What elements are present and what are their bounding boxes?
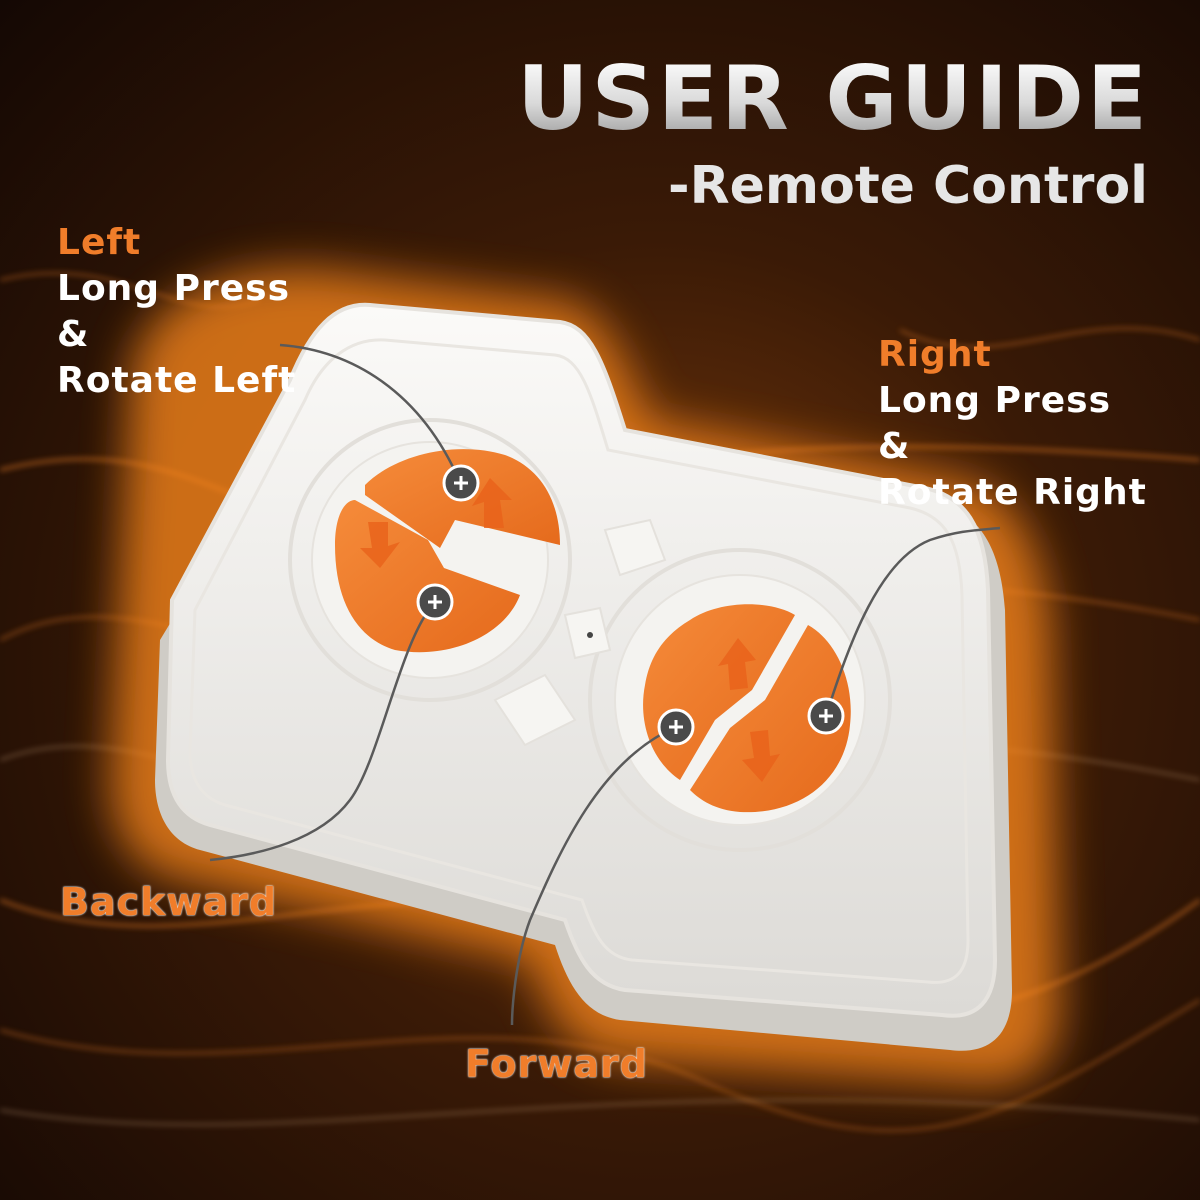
center-pad-mid: [563, 606, 612, 660]
callout-line-right: [824, 526, 1001, 717]
plus-marker-icon: [416, 583, 454, 621]
label-left: Left Long Press & Rotate Left: [57, 220, 296, 404]
label-backward: Backward: [60, 880, 278, 924]
page-subtitle: -Remote Control: [668, 156, 1148, 216]
label-right-heading: Right: [878, 334, 992, 375]
callout-line-left: [279, 343, 462, 483]
led-indicator: [587, 632, 593, 638]
plus-marker-icon: [807, 697, 845, 735]
arrow-up-icon: [472, 478, 512, 528]
label-left-heading: Left: [57, 222, 142, 263]
center-pad-bottom: [493, 673, 577, 747]
label-left-line1: Long Press: [57, 268, 291, 309]
plus-marker-icon: [442, 464, 480, 502]
arrow-down-icon: [742, 730, 780, 782]
page-title: USER GUIDE: [517, 47, 1150, 150]
label-forward: Forward: [465, 1042, 648, 1086]
callout-line-forward: [510, 725, 677, 1026]
callout-line-backward: [209, 601, 436, 862]
label-right: Right Long Press & Rotate Right: [878, 332, 1147, 516]
plus-marker-icon: [657, 708, 695, 746]
left-button-ring: [288, 418, 572, 702]
center-pad-top: [603, 518, 667, 577]
right-button-ring: [588, 548, 892, 852]
label-right-line2: &: [878, 426, 911, 467]
label-left-line3: Rotate Left: [57, 360, 297, 401]
remote-top-face: [165, 302, 998, 1018]
label-right-line3: Rotate Right: [878, 472, 1147, 513]
arrow-up-icon: [718, 638, 756, 690]
label-left-line2: &: [57, 314, 90, 355]
right-backward-button: [690, 625, 851, 813]
arrow-down-icon: [360, 522, 400, 568]
label-right-line1: Long Press: [878, 380, 1112, 421]
